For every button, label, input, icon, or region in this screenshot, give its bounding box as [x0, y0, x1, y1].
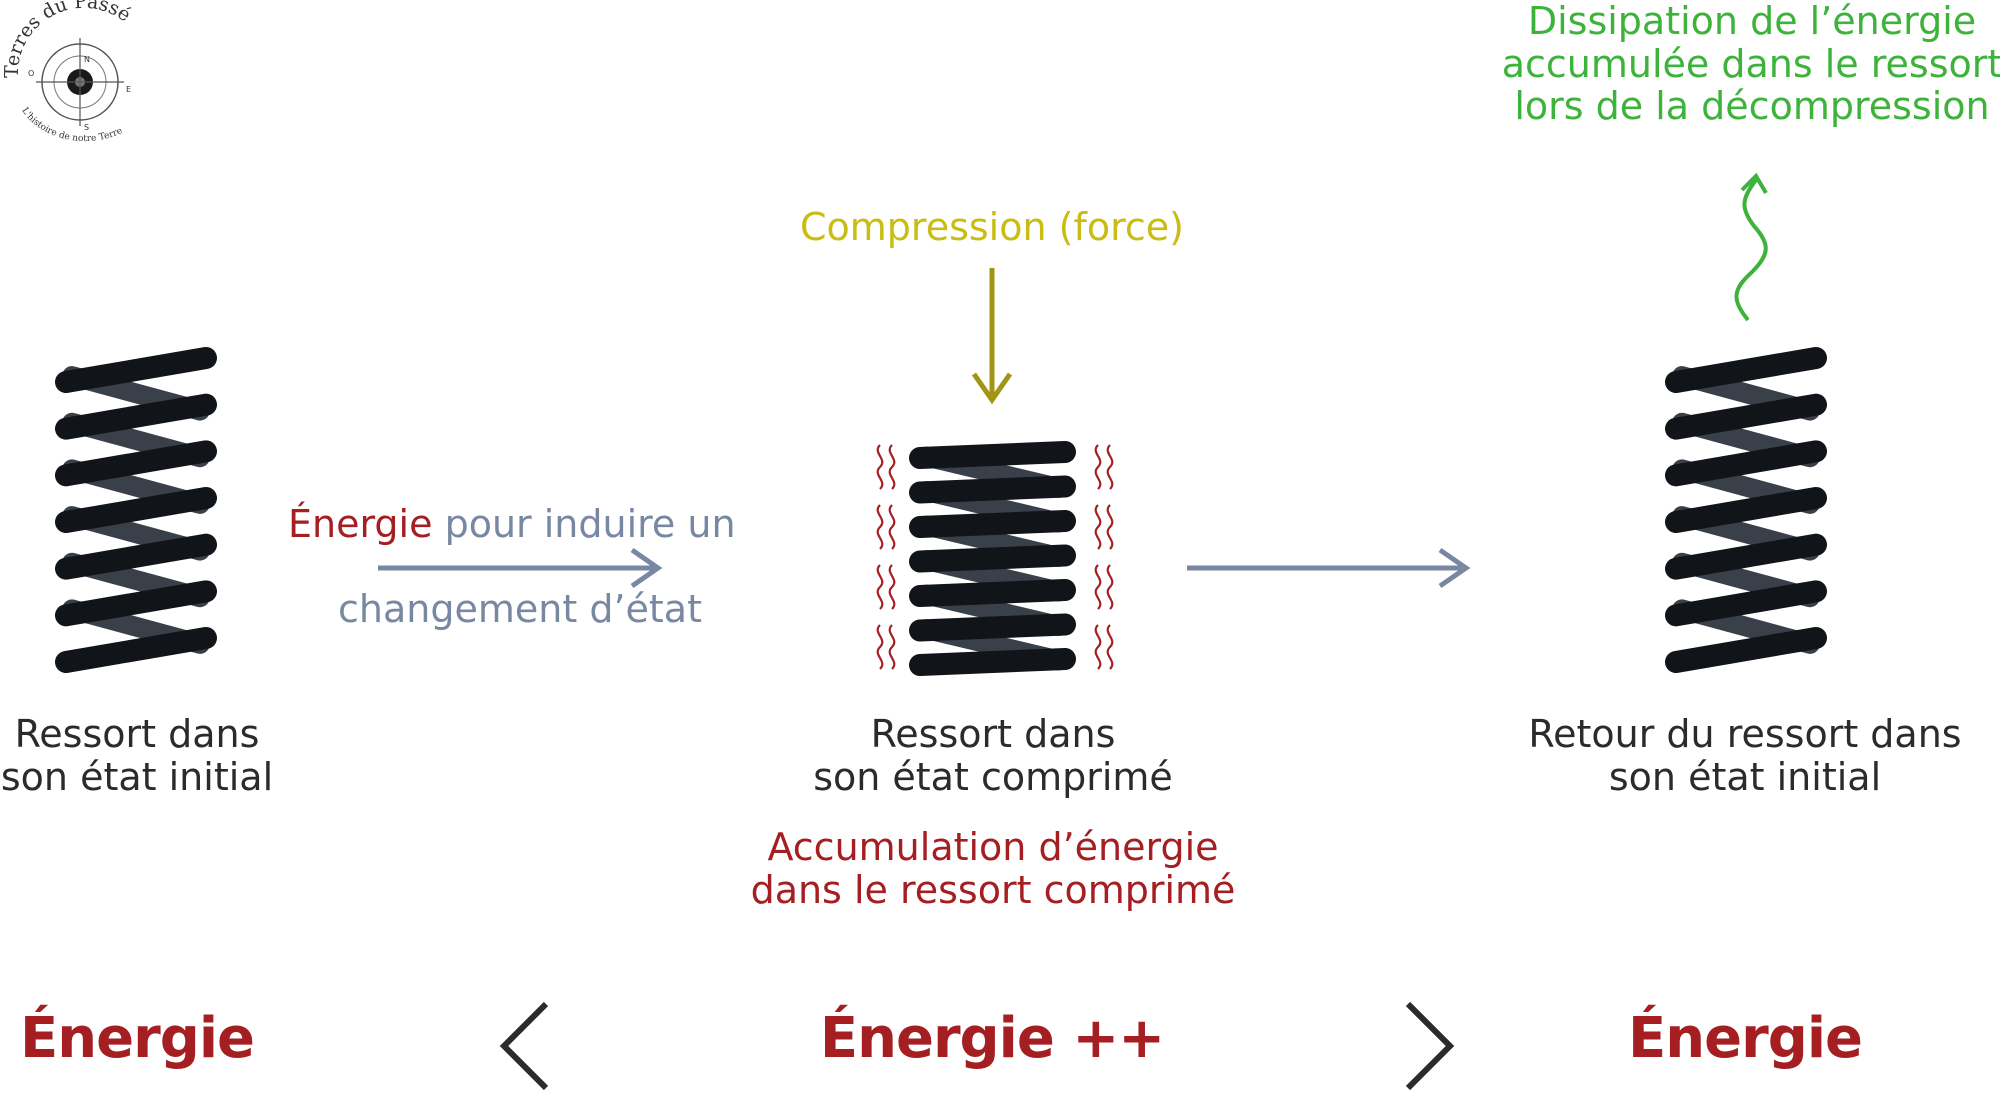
spring-front-strand	[1665, 627, 1827, 673]
spring-front-strand	[909, 510, 1076, 538]
less-than-symbol: <	[499, 1001, 549, 1091]
spring-front-strand	[909, 613, 1076, 642]
stage1-caption-line2: son état initial	[0, 754, 274, 799]
spring-front-strand	[55, 393, 217, 440]
compass-n: N	[84, 55, 90, 64]
spring-front-strand	[1665, 393, 1827, 440]
force-arrow	[971, 268, 1013, 405]
spring-front-strand	[55, 580, 217, 627]
heat-squiggle	[876, 444, 884, 490]
spring-front-strand	[909, 579, 1076, 607]
spring-compressed	[909, 441, 1076, 676]
spring-front-strand	[909, 441, 1076, 469]
dissipation-line3: lors de la décompression	[1514, 84, 1990, 129]
spring-front-strand	[909, 648, 1076, 676]
arrow-to-returned	[1187, 547, 1471, 589]
arrow-to-compressed	[378, 547, 663, 589]
heat-squiggle	[1106, 564, 1114, 610]
heat-squiggle	[1094, 504, 1102, 550]
compass-o: O	[28, 69, 34, 78]
heat-squiggle	[1106, 624, 1114, 670]
spring-front-strand	[909, 475, 1076, 504]
transition-line1-rest: pour induire un	[432, 502, 736, 546]
greater-than-symbol: >	[1405, 1001, 1455, 1091]
transition-label-line1: Énergie pour induire un	[288, 503, 736, 546]
energy-level-stage2: Énergie ++	[819, 1006, 1165, 1071]
stage3-caption: Retour du ressort dans son état initial	[1528, 713, 1961, 798]
heat-squiggle	[876, 564, 884, 610]
spring-front-strand	[55, 533, 217, 580]
heat-squiggle	[1094, 624, 1102, 670]
stage3-caption-line2: son état initial	[1608, 754, 1882, 799]
spring-front-strand	[55, 440, 217, 487]
spring-front-strand	[55, 347, 217, 393]
heat-squiggle	[1106, 444, 1114, 490]
accumulation-line2: dans le ressort comprimé	[750, 867, 1236, 912]
compass-s: S	[84, 123, 89, 132]
stage1-caption-line1: Ressort dans	[14, 712, 260, 756]
stage3-caption-line1: Retour du ressort dans	[1528, 712, 1962, 756]
dissipation-line2: accumulée dans le ressort	[1501, 41, 2000, 86]
logo-emblem: Terres du Passé L'histoire de notre Terr…	[1, 0, 135, 144]
heat-squiggle	[888, 624, 896, 670]
dissipation-line1: Dissipation de l’énergie	[1527, 0, 1977, 43]
stage2-caption-line2: son état comprimé	[813, 754, 1173, 799]
heat-squiggle	[888, 504, 896, 550]
stage2-caption: Ressort dans son état comprimé	[813, 713, 1173, 798]
spring-front-strand	[55, 487, 217, 533]
transition-label-line2: changement d’état	[338, 587, 702, 631]
heat-squiggle	[876, 624, 884, 670]
energy-level-stage3: Énergie	[1628, 1006, 1863, 1071]
dissipation-note: Dissipation de l’énergie accumulée dans …	[1502, 0, 2000, 128]
heat-squiggle	[1094, 564, 1102, 610]
spring-front-strand	[1665, 347, 1827, 393]
heat-squiggle	[888, 444, 896, 490]
spring-front-strand	[1665, 580, 1827, 627]
spring-front-strand	[1665, 533, 1827, 580]
heat-squiggle	[876, 504, 884, 550]
spring-front-strand	[55, 627, 217, 673]
heat-squiggle	[1094, 444, 1102, 490]
compression-label: Compression (force)	[800, 205, 1184, 249]
accumulation-line1: Accumulation d’énergie	[767, 825, 1219, 869]
spring-initial	[55, 347, 217, 673]
heat-squiggle	[888, 564, 896, 610]
logo: Terres du Passé L'histoire de notre Terr…	[0, 0, 170, 150]
spring-front-strand	[909, 544, 1076, 573]
dissipation-arrow	[1734, 172, 1768, 322]
stage2-caption-line1: Ressort dans	[870, 712, 1116, 756]
heat-waves	[876, 444, 1114, 670]
heat-squiggle	[1106, 504, 1114, 550]
spring-front-strand	[1665, 487, 1827, 533]
energy-level-stage1: Énergie	[20, 1006, 255, 1071]
spring-front-strand	[1665, 440, 1827, 487]
spring-returned	[1665, 347, 1827, 673]
stage1-caption: Ressort dans son état initial	[1, 713, 273, 798]
accumulation-note: Accumulation d’énergie dans le ressort c…	[751, 826, 1236, 911]
transition-energy-word: Énergie	[288, 502, 433, 546]
compass-e: E	[126, 85, 131, 94]
